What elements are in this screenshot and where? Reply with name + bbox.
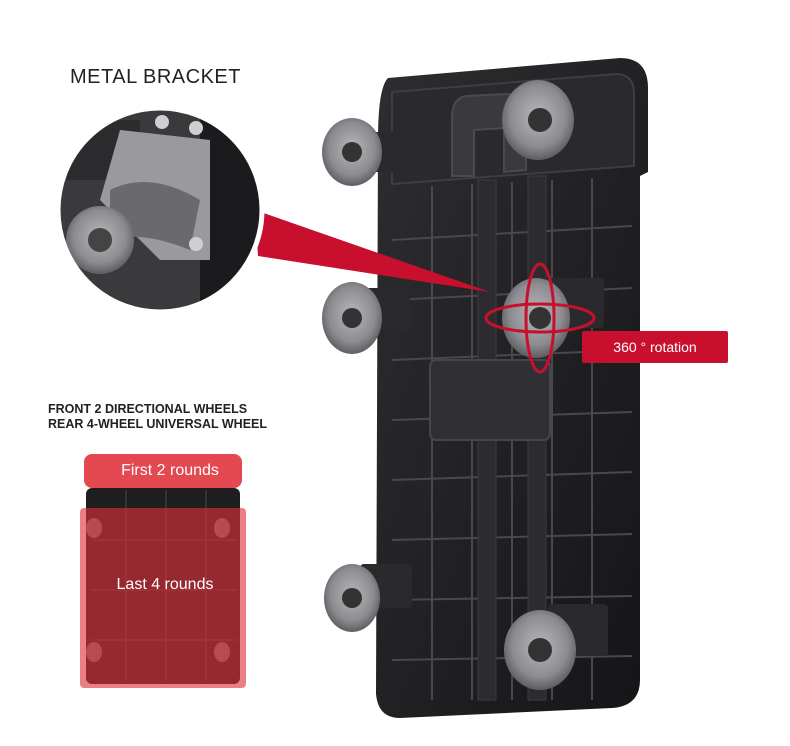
rotation-badge: 360 ° rotation [582,331,728,363]
rotation-arrows-icon [484,262,596,374]
bracket-closeup [55,105,265,315]
zoom-pointer [255,210,490,292]
caster-wheel-bottom-left [324,564,412,632]
caster-wheel-middle-left [322,282,410,354]
wheel-config-label: FRONT 2 DIRECTIONAL WHEELS REAR 4-WHEEL … [48,402,267,432]
wheel-config-line-2: REAR 4-WHEEL UNIVERSAL WHEEL [48,417,268,431]
caster-wheel-top-right [502,80,606,160]
metal-bracket-label: METAL BRACKET [70,66,241,88]
trolley-cart [376,58,648,718]
front-wheels-highlight [84,454,242,488]
wheel-config-line-1: FRONT 2 DIRECTIONAL WHEELS [48,402,248,416]
last-rounds-label: Last 4 rounds [116,576,214,593]
first-rounds-label: First 2 rounds [121,462,219,479]
rear-wheels-highlight [80,508,246,688]
caster-wheel-bottom-right [504,604,608,690]
wheel-layout-diagram [80,454,246,688]
caster-wheel-top-left [322,118,408,186]
